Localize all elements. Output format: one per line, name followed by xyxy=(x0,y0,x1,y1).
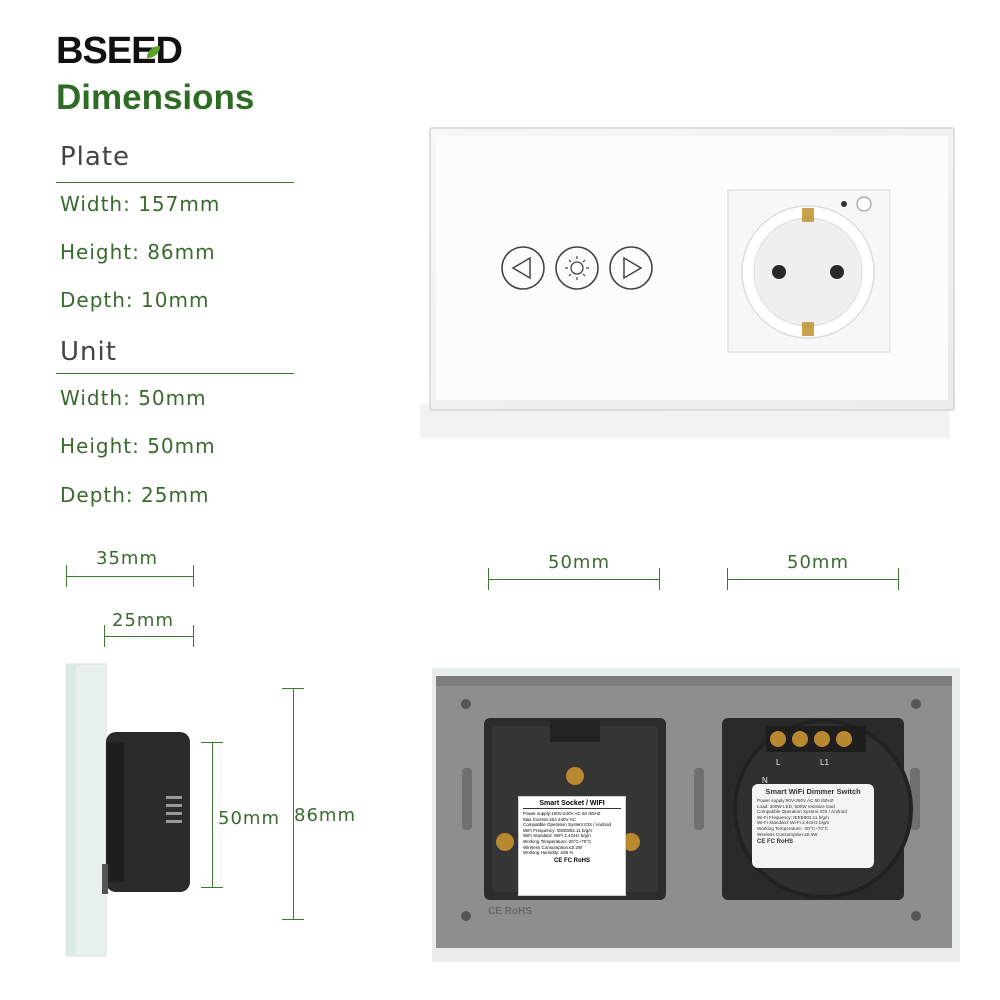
dimmer-label-line: Wi-Fi Standard: Wi-Fi 2.4GHz b/g/n xyxy=(757,820,830,826)
dimmer-buttons xyxy=(501,246,653,290)
terminal-l1-label: L1 xyxy=(820,758,829,767)
socket-label-title: Smart Socket / WIFI xyxy=(523,800,621,809)
leaf-icon xyxy=(147,46,160,58)
brand-name: BSEED xyxy=(56,30,183,72)
socket-label-line: Working Humidity: ≤95 % xyxy=(523,850,574,856)
plate-heading: Plate xyxy=(60,142,131,172)
plate-height: Height: 86mm xyxy=(60,240,216,264)
brand-logo: BSEED xyxy=(56,30,183,73)
back-view-image: Smart Socket / WIFI Power supply:100V-24… xyxy=(432,668,960,964)
plate-depth: Depth: 10mm xyxy=(60,288,210,312)
unit-depth: Depth: 25mm xyxy=(60,483,210,507)
terminal-l-label: L xyxy=(776,758,781,767)
dimmer-label-line: Power supply:90V-250V AC 50 /60HZ xyxy=(757,798,834,803)
dim-left-unit-width: 50mm xyxy=(488,552,664,596)
dimmer-label-line: Compatible Operation System:IOS / Androi… xyxy=(757,809,847,815)
unit-divider xyxy=(56,373,294,374)
dim-side-total-label: 35mm xyxy=(96,548,158,569)
terminal-n-label: N xyxy=(762,776,768,785)
dimmer-label-line: Working Temperature: -20°C~70°C xyxy=(757,825,829,831)
side-view-image xyxy=(65,663,190,957)
dimmer-spec-label: Smart WiFi Dimmer Switch Power supply:90… xyxy=(752,784,874,868)
dimmer-label-title: Smart WiFi Dimmer Switch xyxy=(765,787,861,796)
front-plate-image xyxy=(420,127,955,438)
dimmer-label-line: Wireless Consumption:≤0.5W xyxy=(757,831,818,837)
socket-label-line: Compatible Operation System:IOS / Androi… xyxy=(523,822,612,828)
dim-unit-height-label: 50mm xyxy=(218,808,280,829)
socket-label-line: Wireless Consumption:≤0.2W xyxy=(523,844,583,850)
socket-label-marks: CE FC RoHS xyxy=(554,857,590,864)
dim-right-unit-width-label: 50mm xyxy=(787,552,849,573)
unit-width: Width: 50mm xyxy=(60,386,207,410)
socket-label-line: WiFi Frequency: IEEE802.11 b/g/n xyxy=(523,827,592,833)
dim-side-total: 35mm xyxy=(66,548,198,588)
schuko-socket xyxy=(727,189,891,353)
dim-unit-height-line xyxy=(212,742,213,888)
dimmer-label-line: Wi-Fi Frequency: IEEE802.11 b/g/n xyxy=(757,814,829,820)
dim-left-unit-width-label: 50mm xyxy=(548,552,610,573)
socket-label-line: Power supply:100V-240V AC 50 /60HZ xyxy=(523,811,601,816)
dim-side-unit-label: 25mm xyxy=(112,610,174,631)
socket-label-line: Working Temperature:-20°C~70°C xyxy=(523,838,592,844)
socket-label-line: WiFi Standard: WiFi 2.4GHz b/g/n xyxy=(523,833,591,839)
dim-right-unit-width: 50mm xyxy=(727,552,903,596)
plate-divider xyxy=(56,182,294,183)
unit-height: Height: 50mm xyxy=(60,434,216,458)
dim-plate-height-line xyxy=(293,688,294,920)
dimmer-label-marks: CE FC RoHS xyxy=(757,839,793,846)
socket-spec-label: Smart Socket / WIFI Power supply:100V-24… xyxy=(518,796,626,896)
socket-label-line: Max Current:16A 240V AC xyxy=(523,816,576,822)
page-title: Dimensions xyxy=(56,78,255,117)
unit-heading: Unit xyxy=(60,337,117,367)
plate-width: Width: 157mm xyxy=(60,192,221,216)
dim-side-unit: 25mm xyxy=(104,610,198,654)
dim-plate-height-label: 86mm xyxy=(294,805,356,826)
back-certification-marks: CE RoHS xyxy=(488,906,532,917)
dimmer-label-line: Load: 300W LED, 500W resistive load xyxy=(757,803,835,809)
